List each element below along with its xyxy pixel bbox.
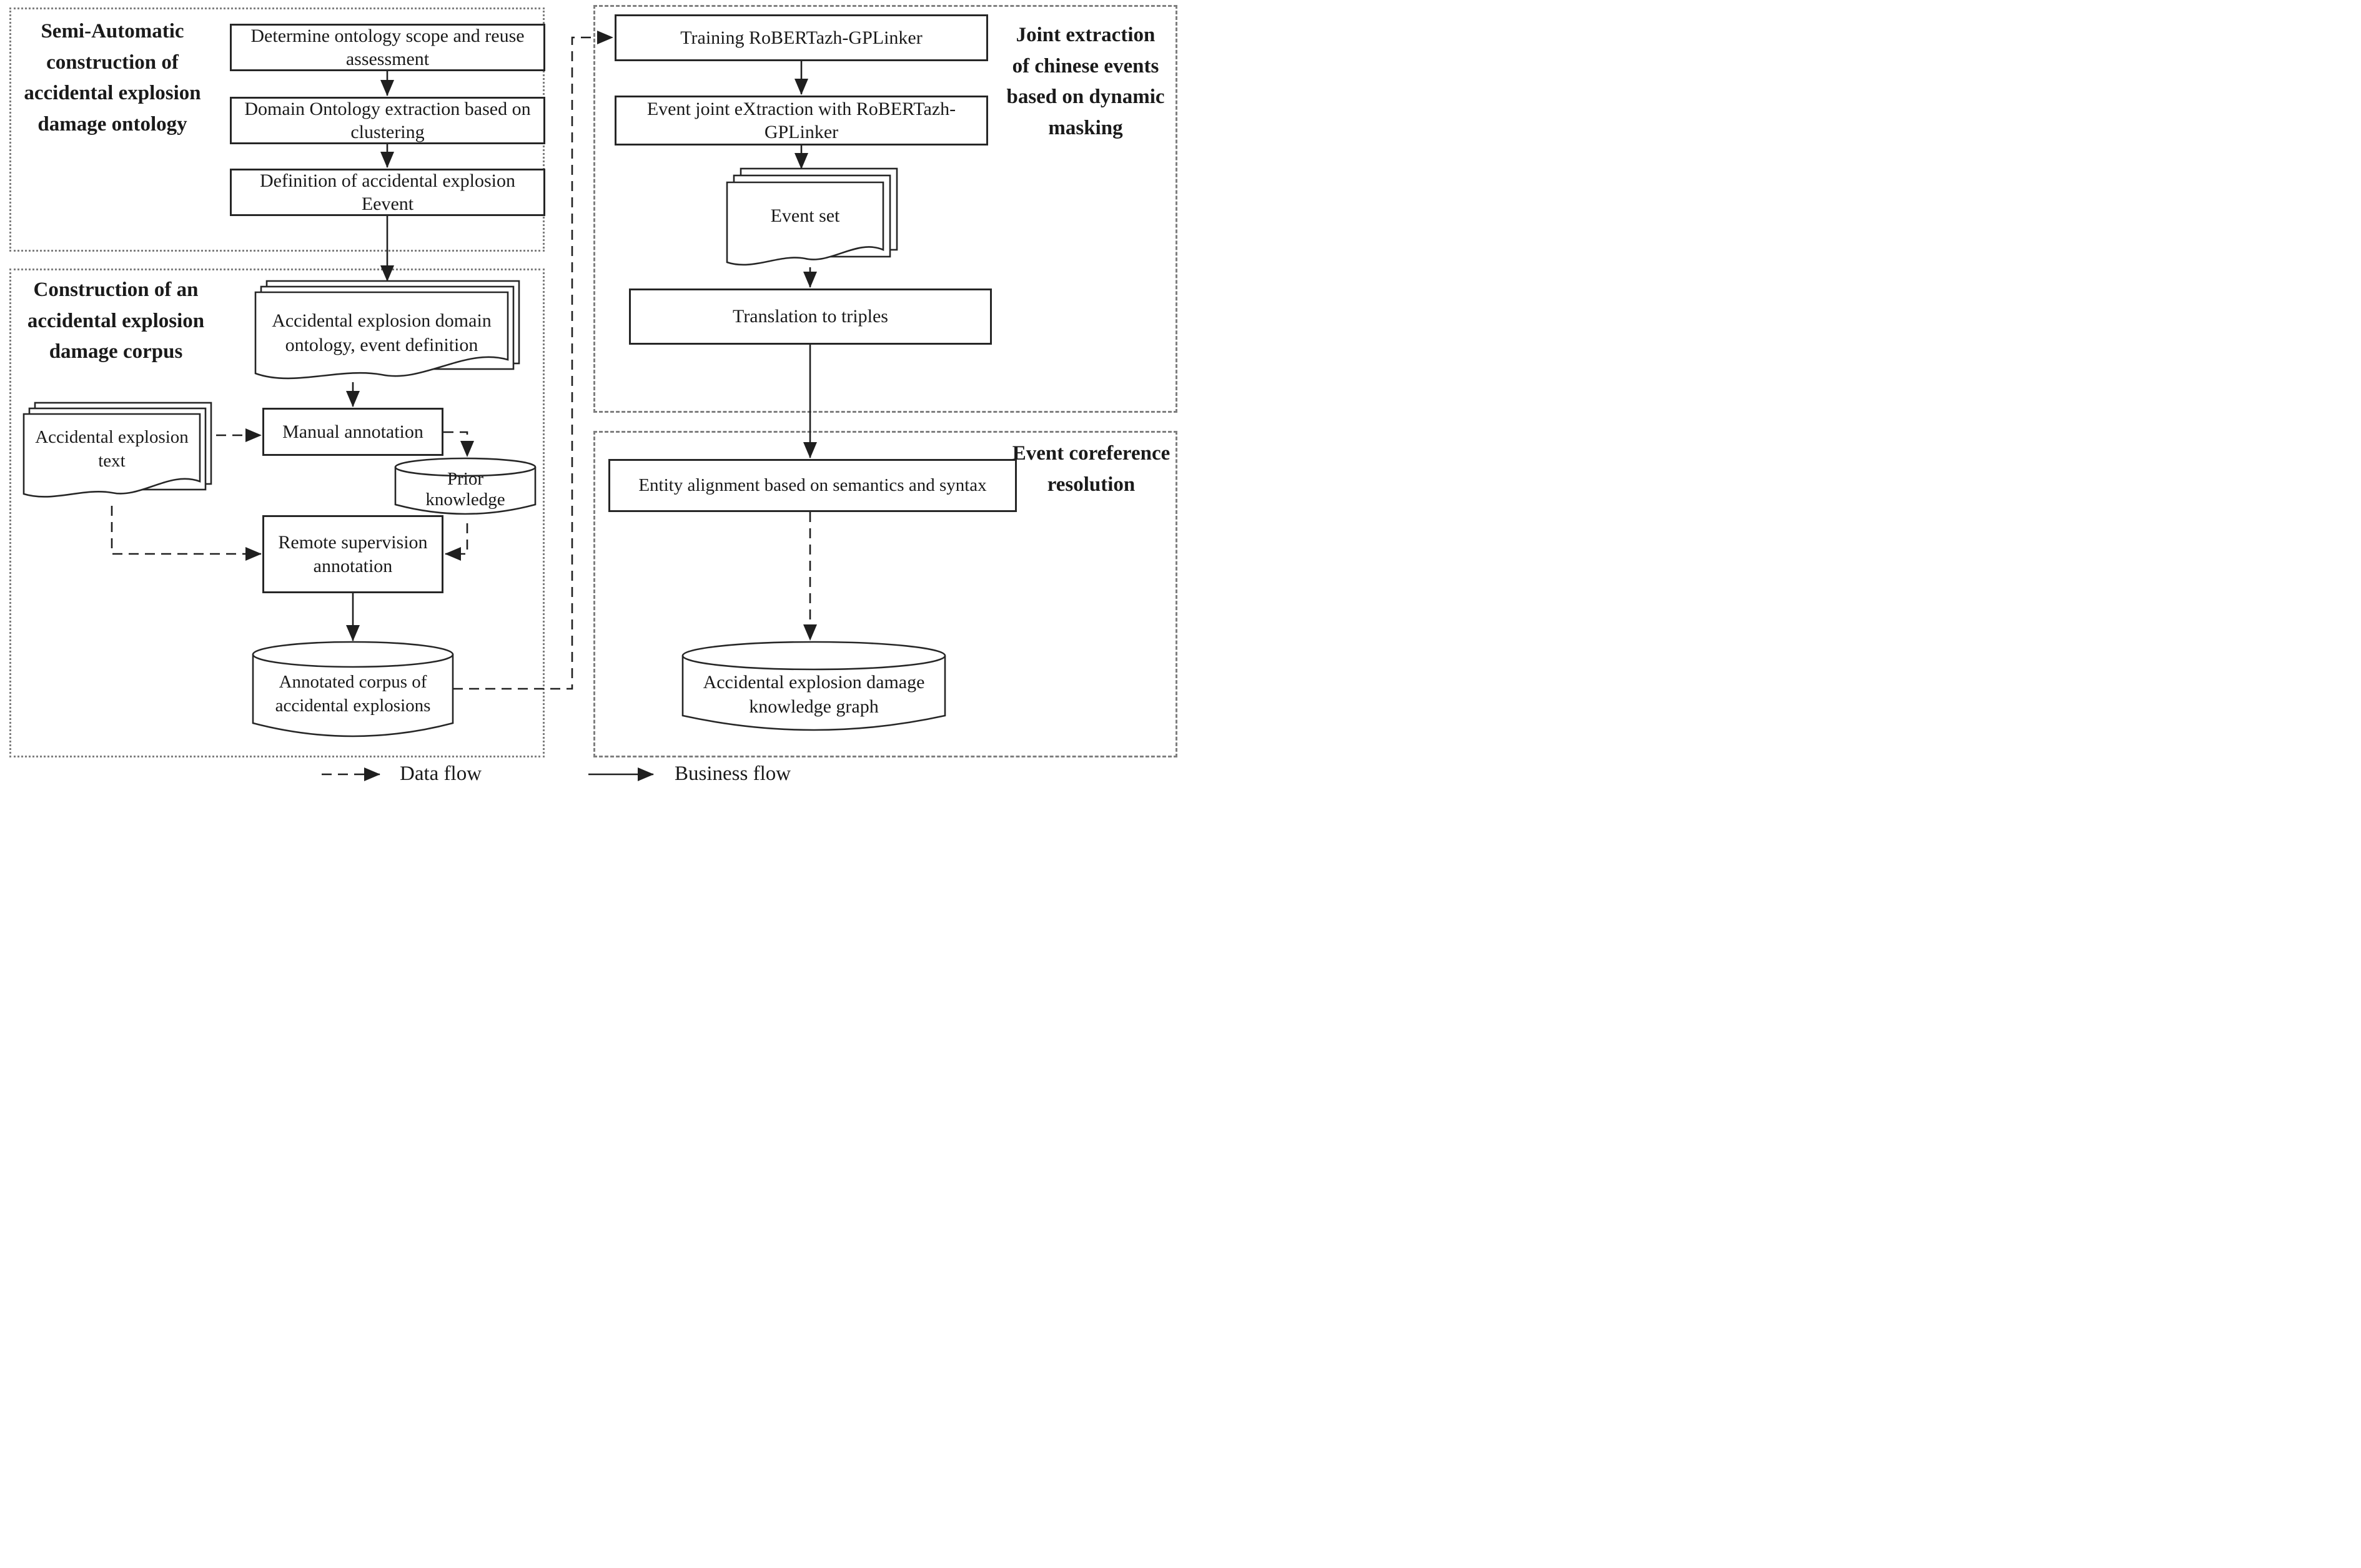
- dashed-arrow-text-doc-to-remote: [111, 506, 262, 561]
- section-frame-joint-extraction: [593, 5, 1177, 413]
- legend-data-flow-label: Data flow: [400, 762, 482, 784]
- dashed-arrow-prior-to-remote: [445, 523, 468, 561]
- section-frame-corpus: [9, 269, 545, 757]
- section-title-ontology: Semi-Automatic construction of accidenta…: [24, 20, 201, 136]
- domain-doc-shape: [254, 280, 520, 380]
- text-doc-shape: [22, 402, 212, 498]
- knowledge-graph-cylinder: [681, 641, 946, 731]
- box-determine-scope: Determine ontology scope and reuse asses…: [230, 24, 545, 71]
- box-event-definition: Definition of accidental explosion Eeven…: [230, 169, 545, 216]
- section-title-corpus: Construction of an accidental explosion …: [27, 279, 205, 363]
- box-translation-to-triples: Translation to triples: [629, 288, 992, 345]
- box-entity-alignment: Entity alignment based on semantics and …: [608, 459, 1017, 512]
- dashed-arrow-manual-to-prior: [443, 431, 474, 457]
- legend-business-flow-label: Business flow: [675, 762, 791, 784]
- connector-layer: [22, 31, 946, 781]
- section-title-joint-extraction: Joint extraction of chinese events based…: [1006, 24, 1165, 139]
- box-event-joint-extraction: Event joint eXtraction with RoBERTazh-GP…: [615, 96, 988, 145]
- box-training-gplinker: Training RoBERTazh-GPLinker: [615, 14, 988, 61]
- box-domain-extraction: Domain Ontology extraction based on clus…: [230, 97, 545, 144]
- dashed-arrow-corpus-to-training: [453, 31, 613, 690]
- box-remote-supervision: Remote supervision annotation: [262, 515, 443, 593]
- flowchart-canvas: Semi-Automatic construction of accidenta…: [0, 0, 1180, 784]
- annotated-corpus-cylinder: [252, 641, 454, 737]
- prior-knowledge-cylinder: [394, 457, 537, 515]
- box-manual-annotation: Manual annotation: [262, 408, 443, 456]
- section-frame-coreference: [593, 431, 1177, 757]
- event-set-doc-shape: [726, 167, 898, 266]
- section-title-coreference: Event coreference resolution: [1012, 442, 1171, 496]
